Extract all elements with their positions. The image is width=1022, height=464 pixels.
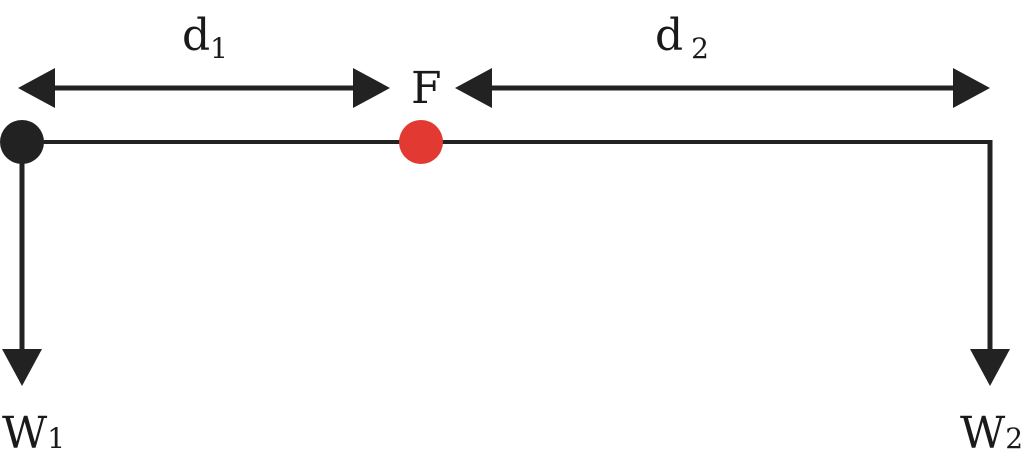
label-fulcrum: F (411, 63, 442, 114)
label-w2: W2 (960, 408, 1022, 459)
fulcrum-point (399, 120, 443, 164)
weight-arrow-w1 (2, 142, 42, 386)
arrowhead-left-icon (455, 68, 492, 108)
arrowhead-right-icon (353, 68, 390, 108)
distance-arrow-d2 (455, 68, 990, 108)
arrowhead-left-icon (18, 68, 55, 108)
end-pivot-point (0, 120, 44, 164)
arrowhead-down-icon (970, 349, 1010, 386)
weight-arrow-w2 (970, 140, 1010, 386)
label-d1: d1 (182, 10, 228, 65)
arrowhead-right-icon (953, 68, 990, 108)
label-w1: W1 (2, 408, 65, 459)
distance-arrow-d1 (18, 68, 390, 108)
arrowhead-down-icon (2, 349, 42, 386)
